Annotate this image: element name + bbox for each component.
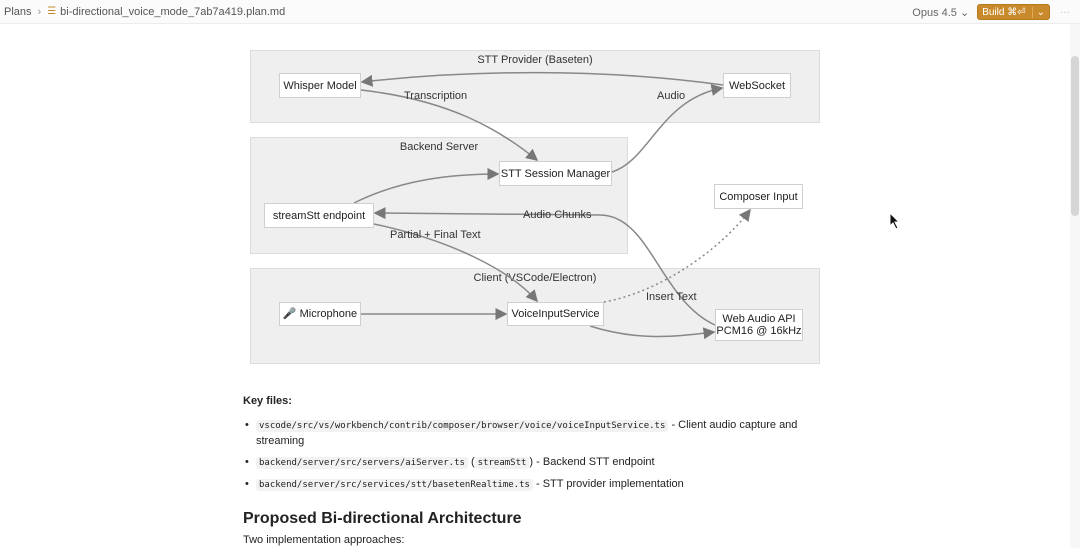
edge-voice-webaudio <box>589 325 716 340</box>
file-desc: - STT provider implementation <box>536 478 684 490</box>
model-selector[interactable]: Opus 4.5 ⌄ <box>912 6 969 19</box>
node-websocket: WebSocket <box>723 73 791 98</box>
edge-label-audio: Audio <box>657 90 686 102</box>
function-name: streamStt <box>474 457 530 469</box>
intro-text: Two implementation approaches: <box>243 534 405 546</box>
node-microphone: 🎤 Microphone <box>279 302 361 326</box>
edge-voice-composer <box>603 208 751 303</box>
chevron-down-icon: ⌄ <box>959 6 970 19</box>
edge-session-websocket <box>611 84 724 173</box>
node-voice-input-service: VoiceInputService <box>507 302 604 326</box>
file-desc: - Client audio capture and streaming <box>256 419 798 447</box>
edge-endpoint-session <box>353 168 500 204</box>
node-stt-session-manager: STT Session Manager <box>499 161 612 186</box>
model-label: Opus 4.5 <box>912 6 957 19</box>
node-composer-input: Composer Input <box>714 184 803 209</box>
node-line: Web Audio API <box>722 313 796 325</box>
list-file-icon: ☰ <box>47 6 57 17</box>
mouse-cursor-icon <box>889 212 901 230</box>
file-path: backend/server/src/servers/aiServer.ts <box>256 457 468 469</box>
scrollbar[interactable] <box>1070 24 1080 548</box>
node-line: PCM16 @ 16kHz <box>716 325 802 337</box>
file-path: backend/server/src/services/stt/basetenR… <box>256 479 533 491</box>
edge-websocket-whisper <box>360 71 724 87</box>
list-item: vscode/src/vs/workbench/contrib/composer… <box>243 418 823 449</box>
breadcrumb-plans[interactable]: Plans <box>4 5 32 18</box>
group-backend: Backend Server <box>250 137 628 254</box>
scrollbar-thumb[interactable] <box>1071 56 1079 216</box>
key-files-label: Key files: <box>243 395 292 407</box>
edge-whisper-session <box>360 89 539 161</box>
build-label: Build ⌘⏎ <box>982 6 1026 18</box>
edge-webaudio-endpoint <box>373 207 716 326</box>
section-heading: Proposed Bi-directional Architecture <box>243 510 522 527</box>
node-whisper-model: Whisper Model <box>279 73 361 98</box>
chevron-down-icon[interactable]: ⌄ <box>1031 6 1045 18</box>
build-button[interactable]: Build ⌘⏎ ⌄ <box>977 4 1050 20</box>
group-label: STT Provider (Baseten) <box>477 54 593 66</box>
group-label: Client (VSCode/Electron) <box>473 272 597 284</box>
edge-label-insert-text: Insert Text <box>646 291 697 303</box>
group-label: Backend Server <box>399 141 479 153</box>
key-files-list: vscode/src/vs/workbench/contrib/composer… <box>243 418 823 493</box>
file-path: vscode/src/vs/workbench/contrib/composer… <box>256 420 669 432</box>
edge-label-audio-chunks: Audio Chunks <box>523 209 592 221</box>
top-bar: Plans › ☰ bi-directional_voice_mode_7ab7… <box>0 0 1080 24</box>
breadcrumb-file[interactable]: bi-directional_voice_mode_7ab7a419.plan.… <box>60 5 286 18</box>
plan-content: Key files: vscode/src/vs/workbench/contr… <box>243 395 823 546</box>
list-item: backend/server/src/services/stt/basetenR… <box>243 477 823 493</box>
list-item: backend/server/src/servers/aiServer.ts (… <box>243 455 823 471</box>
edge-endpoint-voice <box>373 223 538 303</box>
edge-label-transcription: Transcription <box>404 90 468 102</box>
file-desc: - Backend STT endpoint <box>536 456 655 468</box>
more-icon[interactable]: ··· <box>1060 6 1070 18</box>
node-streamstt-endpoint: streamStt endpoint <box>264 203 374 228</box>
chevron-right-icon: › <box>37 5 42 18</box>
edge-label-partial-final: Partial + Final Text <box>390 229 481 241</box>
